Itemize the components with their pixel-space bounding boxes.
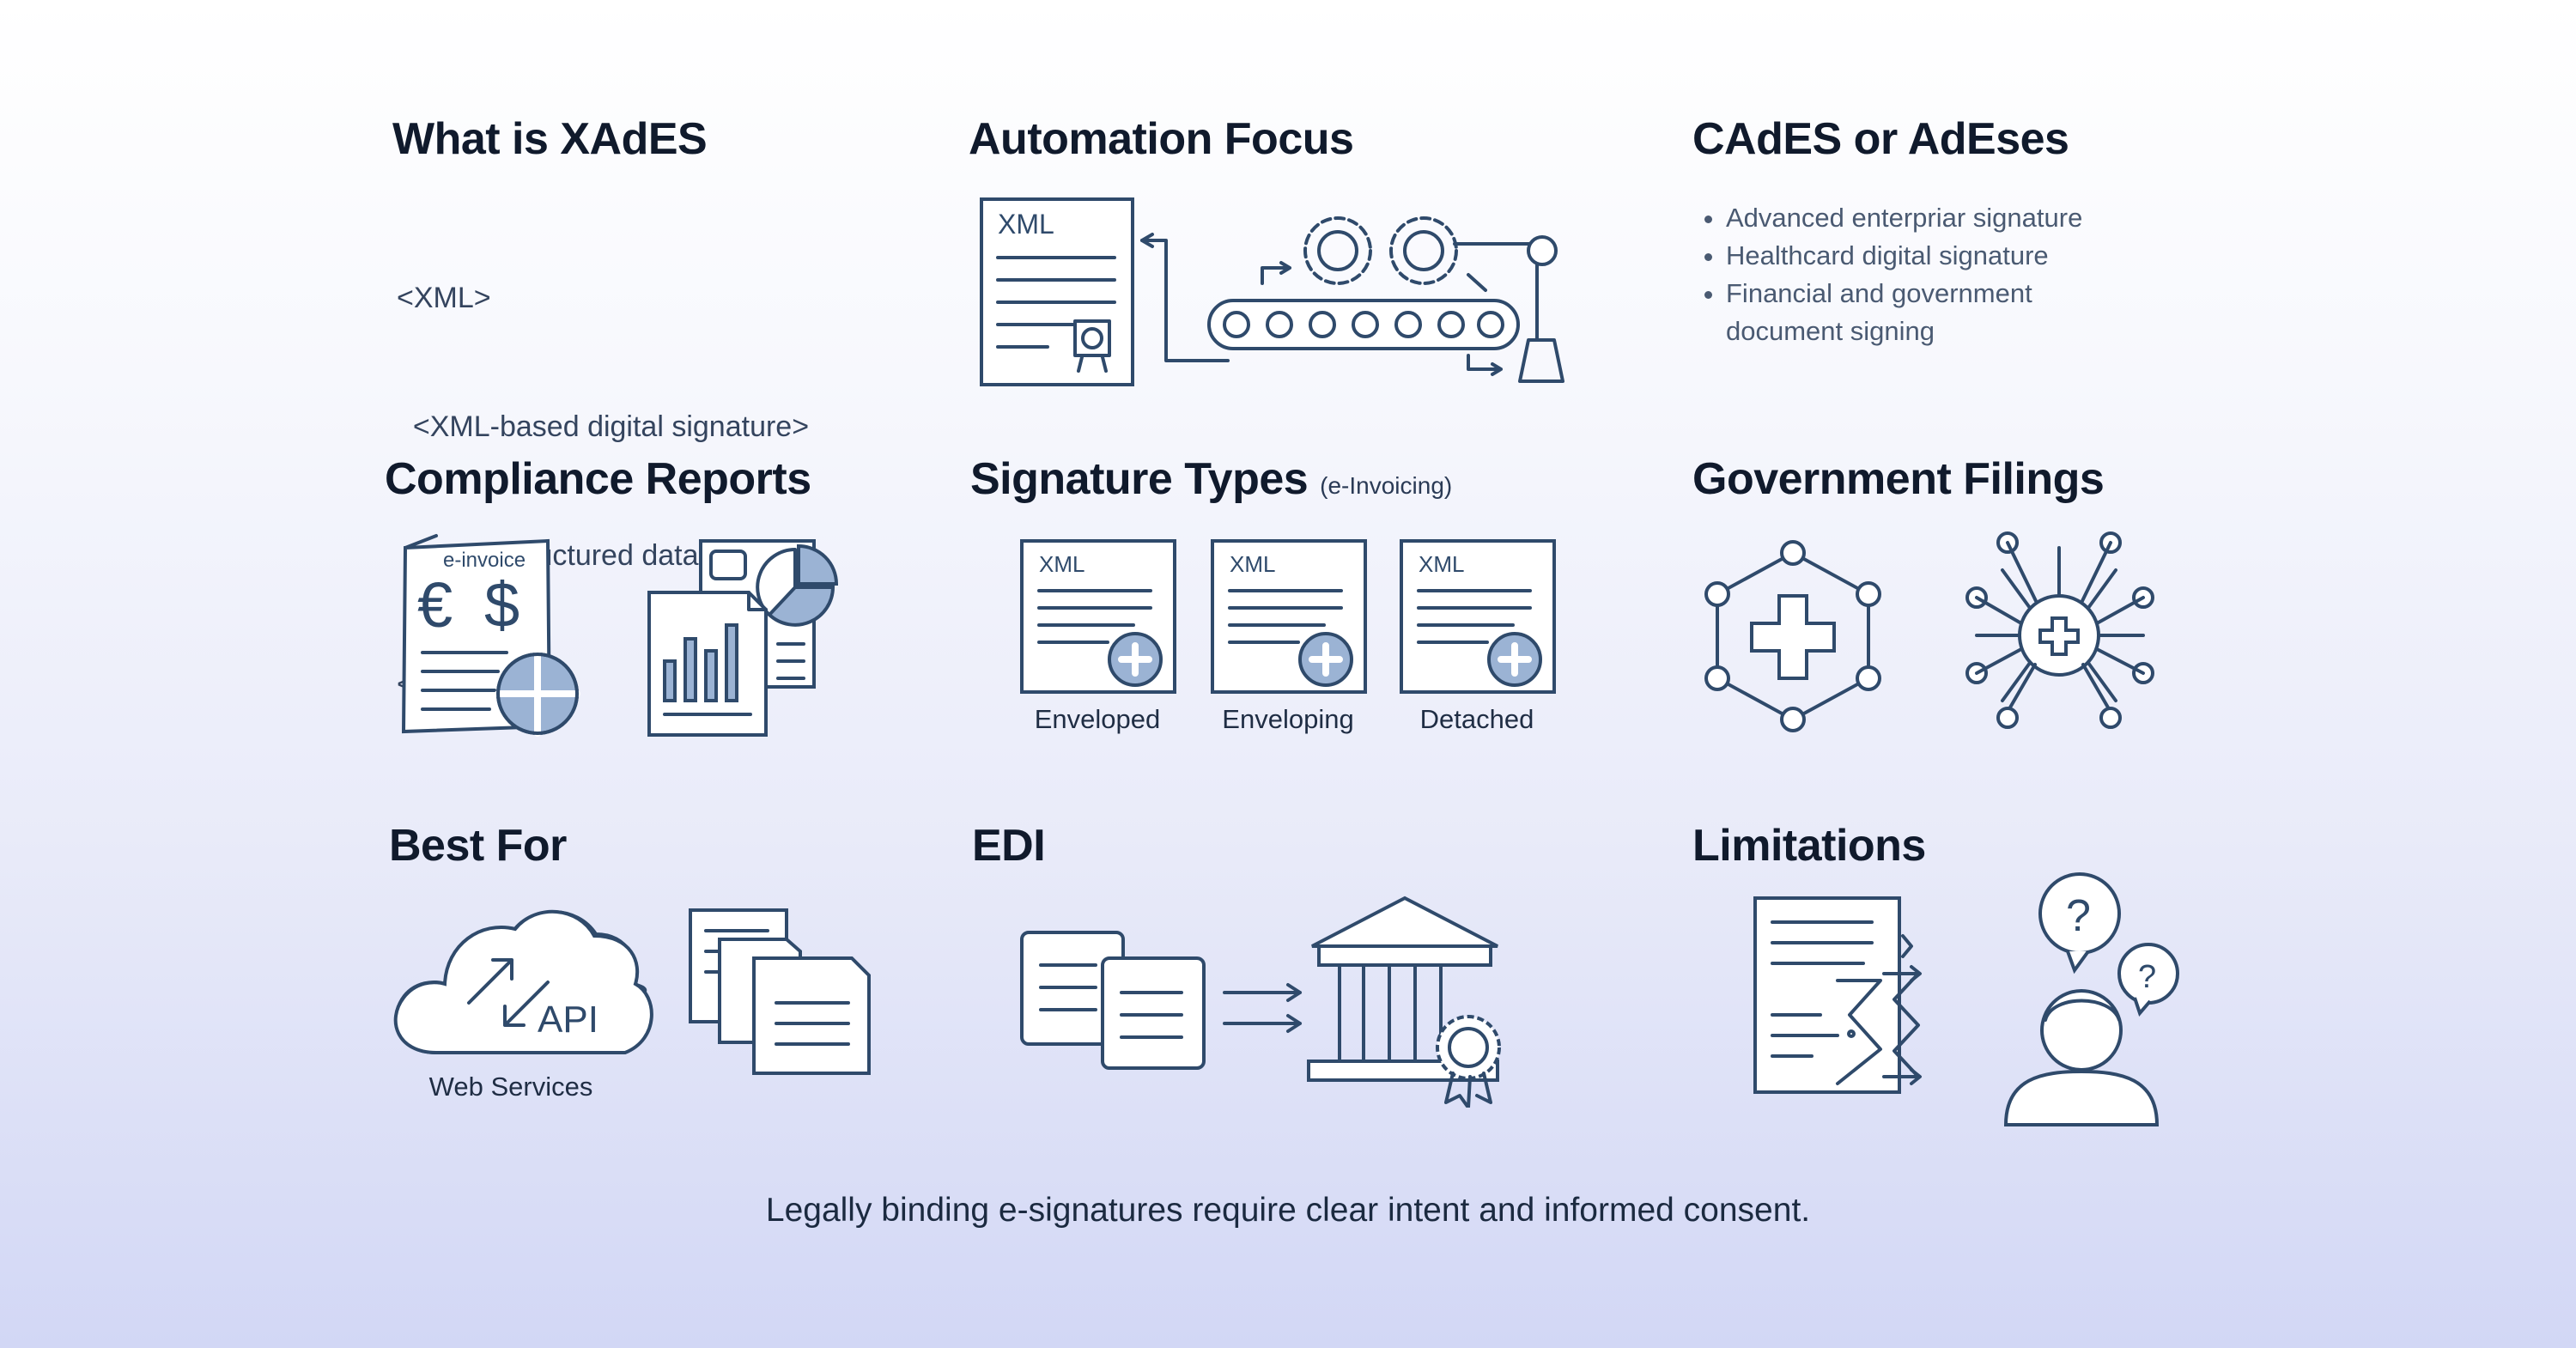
signature-types-heading: Signature Types — [970, 454, 1309, 504]
what-is-xades-title: What is XAdES — [392, 114, 708, 164]
government-illustration — [1704, 531, 2154, 732]
svg-text:?: ? — [2138, 959, 2156, 995]
signature-doc-icon: XML — [1020, 539, 1176, 694]
footer-disclaimer: Legally binding e-signatures require cle… — [765, 1192, 1811, 1229]
code-line: <XML> — [397, 282, 491, 314]
compliance-illustration: e-invoice € $ — [401, 534, 839, 737]
edi-title: EDI — [972, 821, 1046, 871]
signature-types-title: Signature Types (e-Invoicing) — [970, 453, 1452, 505]
best-for-illustration: API — [393, 908, 871, 1075]
invoice-currency-icon: e-invoice € $ — [401, 534, 580, 737]
signature-doc-icon: XML — [1211, 539, 1367, 694]
cades-title: CAdES or AdEses — [1692, 114, 2069, 164]
edi-illustration — [1020, 896, 1501, 1108]
svg-text:XML: XML — [998, 209, 1054, 240]
code-line: <XML-based digital signature> — [397, 410, 810, 443]
xml-document-icon: XML — [980, 197, 1134, 386]
detached-label: Detached — [1419, 704, 1534, 734]
svg-text:e-invoice: e-invoice — [443, 549, 526, 572]
svg-text:$: $ — [484, 569, 519, 641]
list-item: Advanced enterpriar signature — [1726, 199, 2143, 237]
signature-types-illustration: XML XML XML — [1020, 539, 1556, 694]
edi-transfer-icon — [1020, 931, 1302, 1070]
report-charts-icon — [647, 539, 839, 737]
documents-stack-icon — [689, 908, 871, 1075]
bank-seal-icon — [1307, 896, 1501, 1108]
enveloping-label: Enveloping — [1222, 704, 1354, 734]
cades-bullet-list: Advanced enterpriar signature Healthcard… — [1697, 199, 2143, 350]
web-services-label: Web Services — [428, 1072, 593, 1102]
signature-doc-icon: XML — [1400, 539, 1556, 694]
network-hexagon-icon — [1704, 540, 1881, 732]
network-star-icon — [1965, 531, 2154, 729]
list-item: Healthcard digital signature — [1726, 237, 2143, 275]
best-for-title: Best For — [389, 821, 567, 871]
svg-text:€: € — [417, 569, 453, 641]
svg-text:API: API — [538, 999, 598, 1041]
svg-text:XML: XML — [1230, 551, 1275, 577]
automation-focus-title: Automation Focus — [969, 114, 1354, 164]
automation-illustration: XML — [980, 197, 1564, 386]
compliance-reports-title: Compliance Reports — [385, 454, 811, 504]
list-item: Financial and government document signin… — [1726, 275, 2143, 350]
limitations-title: Limitations — [1692, 821, 1926, 871]
signature-types-subtitle: (e-Invoicing) — [1320, 472, 1453, 499]
government-filings-title: Government Filings — [1692, 454, 2105, 504]
person-questions-icon: ? ? — [2003, 872, 2179, 1126]
contract-clauses-icon — [1753, 896, 1922, 1094]
cloud-api-icon: API — [393, 909, 653, 1054]
svg-text:XML: XML — [1419, 551, 1464, 577]
conveyor-robot-icon — [1207, 216, 1564, 383]
svg-text:XML: XML — [1039, 551, 1084, 577]
svg-text:?: ? — [2066, 891, 2091, 941]
limitations-illustration: ? ? — [1753, 872, 2179, 1126]
enveloped-label: Enveloped — [1034, 704, 1161, 734]
